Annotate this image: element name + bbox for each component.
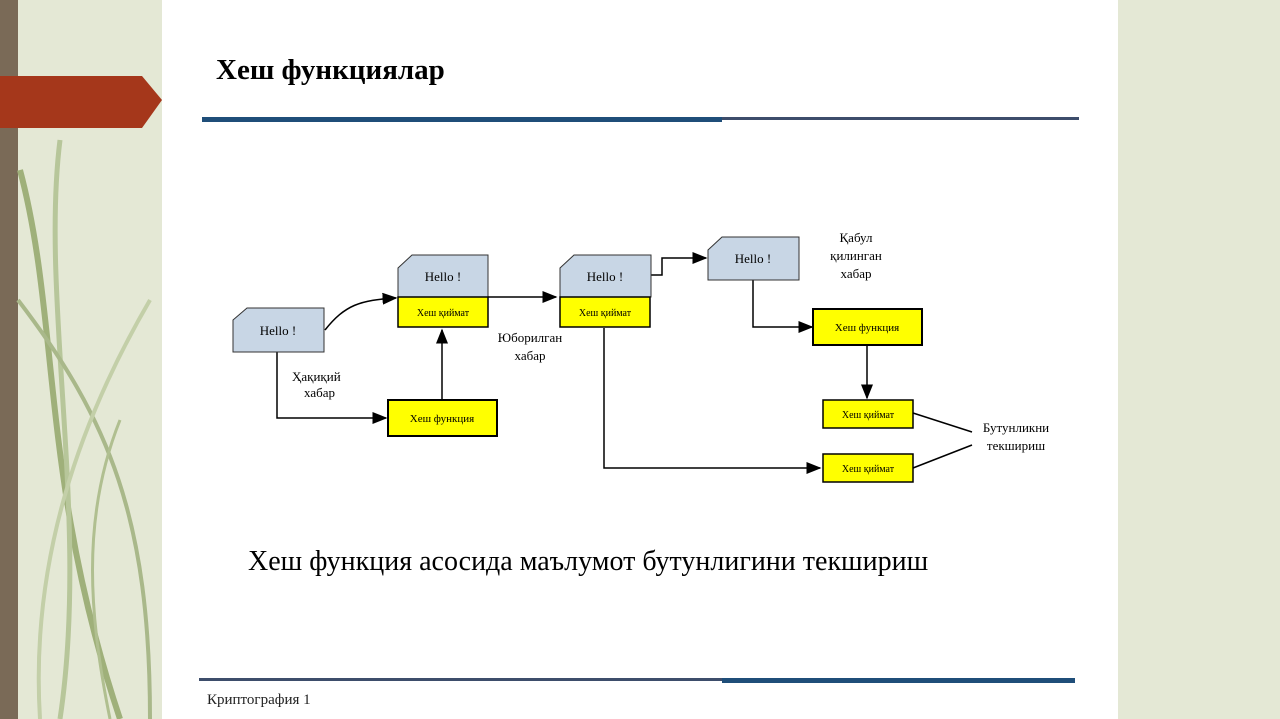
label-sent-2: хабар — [515, 348, 546, 363]
sender-message-text: Hello ! — [425, 269, 461, 284]
hash-function-text-1: Хеш функция — [410, 413, 474, 425]
footer-rule-right — [722, 678, 1075, 683]
title-rule — [202, 117, 722, 122]
label-original-2: хабар — [304, 385, 335, 400]
transmitted-hash-value-text: Хеш қиймат — [579, 308, 632, 319]
received-hash-value-box: Хеш қиймат — [822, 453, 914, 483]
slide-title: Хеш функциялар — [216, 54, 445, 86]
hash-function-box-1: Хеш функция — [387, 399, 498, 437]
label-received-1: Қабул — [840, 230, 873, 245]
title-rule-right — [722, 117, 1079, 120]
slide-footer: Криптография 1 — [207, 692, 311, 708]
label-sent-1: Юборилган — [498, 330, 563, 345]
label-original-1: Ҳақиқий — [292, 369, 341, 384]
label-check-1: Бутунликни — [983, 420, 1049, 435]
right-decor-panel — [1118, 0, 1280, 719]
footer-rule — [199, 678, 722, 681]
label-received-2: қилинган — [830, 248, 882, 263]
original-message-text: Hello ! — [260, 323, 296, 338]
computed-hash-value-text: Хеш қиймат — [842, 410, 895, 421]
original-message-box: Hello ! — [232, 307, 325, 353]
accent-tab — [0, 76, 162, 128]
received-message-text: Hello ! — [735, 251, 771, 266]
sender-hash-value-text: Хеш қиймат — [417, 308, 470, 319]
computed-hash-value-box: Хеш қиймат — [822, 399, 914, 429]
sender-message-box: Hello ! — [397, 254, 489, 298]
left-stripe — [0, 0, 18, 719]
transmitted-hash-value-box: Хеш қиймат — [559, 296, 651, 328]
received-hash-value-text: Хеш қиймат — [842, 464, 895, 475]
hash-function-text-2: Хеш функция — [835, 322, 899, 334]
hash-function-box-2: Хеш функция — [812, 308, 923, 346]
connectors — [276, 252, 973, 474]
received-message-box: Hello ! — [707, 236, 800, 281]
decorative-curves — [16, 139, 152, 719]
slide-caption: Хеш функция асосида маълумот бутунлигини… — [248, 546, 929, 577]
label-check-2: текшириш — [987, 438, 1045, 453]
label-received-3: хабар — [841, 266, 872, 281]
transmitted-message-text: Hello ! — [587, 269, 623, 284]
sender-hash-value-box: Хеш қиймат — [397, 296, 489, 328]
transmitted-message-box: Hello ! — [559, 254, 652, 298]
